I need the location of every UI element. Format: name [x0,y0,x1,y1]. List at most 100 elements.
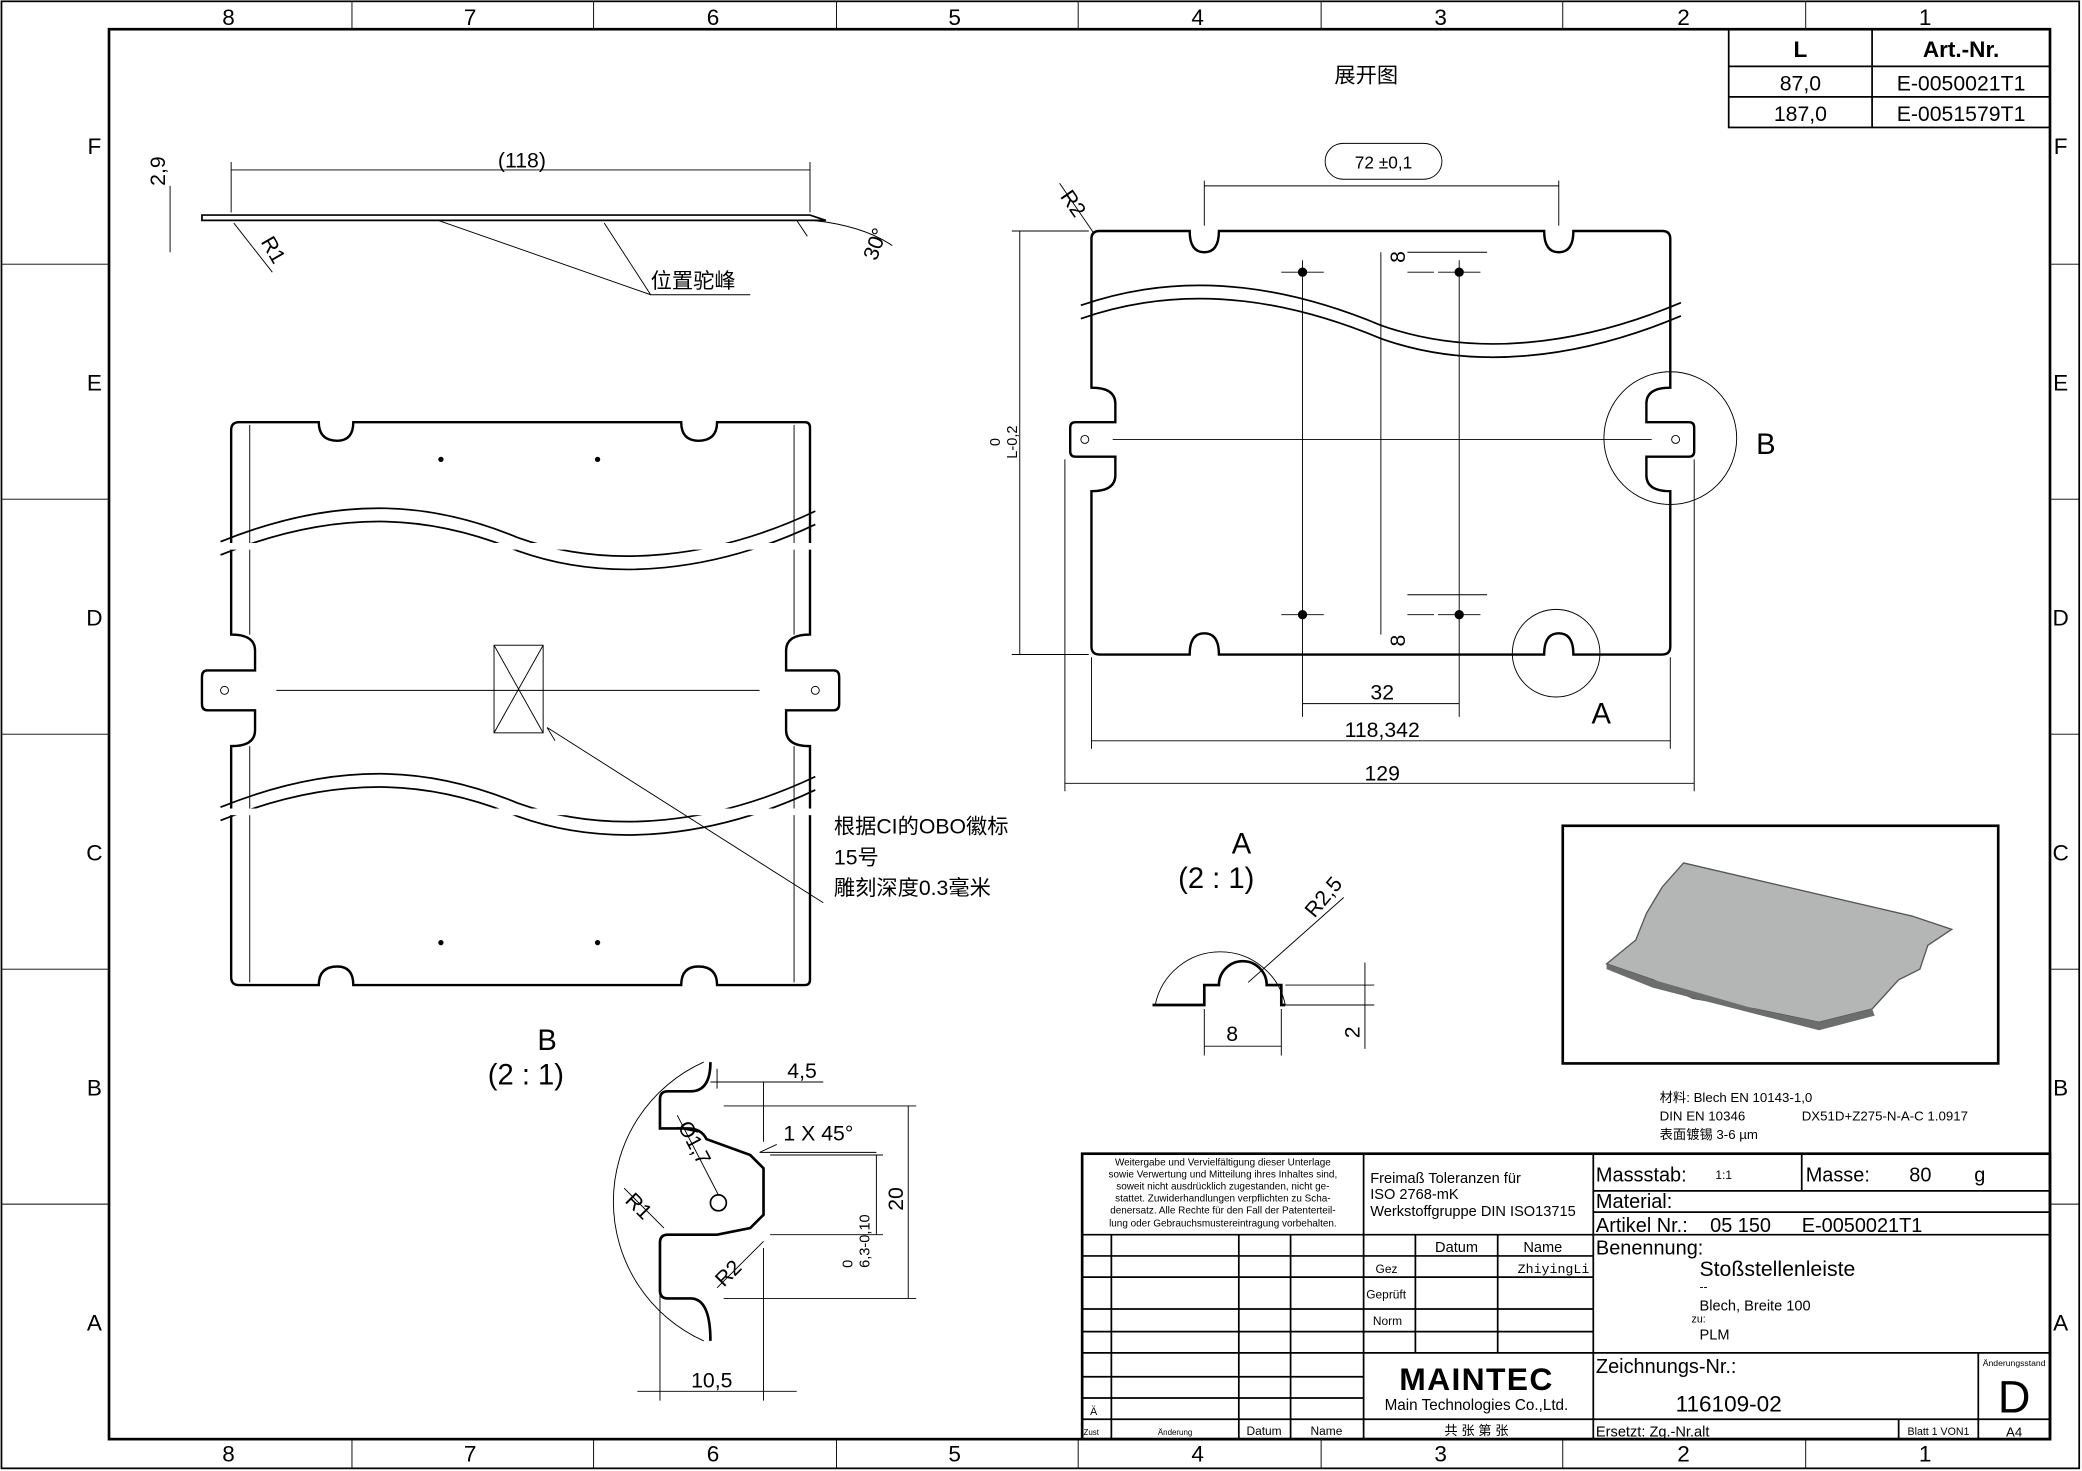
mass-value: 80 [1909,1165,1931,1187]
material-label: Material: [1596,1191,1672,1213]
table-header-art-nr: Art.-Nr. [1923,37,1999,62]
norm-label: Norm [1373,1314,1402,1328]
zone-col-top: 1 [1919,5,1932,30]
detail-b-tol-upper: 0 [840,1260,856,1268]
datum-header: Datum [1435,1240,1478,1256]
plan-view: 根据CI的OBO徽标 15号 雕刻深度0.3毫米 [200,420,1009,987]
plm-label: PLM [1699,1328,1729,1344]
side-length-dim: (118) [498,148,546,172]
mass-unit: g [1974,1165,1985,1187]
mass-label: Masse: [1806,1165,1870,1187]
zone-col-bottom: 2 [1677,1442,1690,1467]
designation: Stoßstellenleiste [1699,1257,1855,1281]
zone-row-right: F [2054,134,2068,159]
company-name: Main Technologies Co.,Ltd. [1385,1397,1569,1414]
notice-line: lung oder Gebrauchsmustereintragung vorb… [1109,1219,1337,1230]
checked-label: Geprüft [1366,1287,1406,1301]
zone-row-right: E [2053,370,2068,395]
company-logo: MAINTEC [1399,1361,1553,1397]
zone-col-bottom: 7 [464,1442,477,1467]
name-header: Name [1523,1240,1562,1256]
scale-label: Massstab: [1596,1165,1687,1187]
zone-row-right: A [2053,1310,2068,1335]
detail-b-callout: B [1756,429,1775,461]
zone-col-bottom: 8 [222,1442,235,1467]
detail-b-tol-lower: 6,3-0,10 [858,1214,874,1268]
detail-a-width: 8 [1226,1022,1238,1046]
article-number: 05 150 [1710,1215,1771,1237]
zone-col-top: 8 [222,5,235,30]
zone-row-right: C [2052,840,2068,865]
table-cell: E-0050021T1 [1897,71,2026,95]
zone-labels: 8 7 6 5 4 3 2 1 8 7 6 5 4 3 2 1 F E D C … [86,5,2068,1466]
detail-a-callout: A [1592,699,1612,731]
zone-row-left: B [87,1075,102,1100]
material-line: 材料: Blech EN 10143-1,0 [1660,1090,1813,1105]
detail-b-hole: Ø1,7 [673,1117,716,1169]
change-name-header: Name [1311,1424,1343,1438]
detail-a-scale: (2 : 1) [1178,863,1254,895]
revision-letter: D [1998,1372,2031,1423]
hole-offset-bottom: 8 [1386,635,1410,647]
angle-dim: 30° [859,225,893,263]
thickness-dim: 2,9 [146,156,170,186]
length-tol-upper: 0 [988,438,1004,446]
revision-label: Änderungsstand [1983,1358,2046,1368]
logo-note-line: 根据CI的OBO徽标 [834,815,1009,839]
inner-width-dim: 118,342 [1345,718,1420,742]
isometric-render [1561,824,2000,1065]
zu-label: zu: [1692,1313,1706,1325]
hole-spacing-dim: 32 [1370,681,1394,705]
zone-col-top: 5 [948,5,961,30]
designation-dash: -- [1699,1279,1707,1293]
change-date-header: Datum [1246,1424,1281,1438]
zone-row-left: A [87,1310,102,1335]
detail-b-top-dim: 4,5 [787,1059,817,1083]
detail-b-r2: R2 [710,1255,746,1291]
logo-note-line: 15号 [834,845,879,869]
unfold-view-title: 展开图 [1334,63,1398,87]
length-tol-lower: L-0,2 [1005,425,1021,458]
sheet-info: Blatt 1 VON1 [1908,1426,1970,1438]
scale-value: 1:1 [1715,1168,1732,1182]
drawn-label: Gez [1376,1262,1398,1276]
designation-sub: Blech, Breite 100 [1699,1298,1810,1314]
detail-b-chamfer: 1 X 45° [783,1121,853,1145]
notice-line: denersatz. Alle Rechte für den Fall der … [1110,1205,1335,1216]
material-line: 表面镀锡 3-6 µm [1660,1126,1758,1142]
drawing-number: 116109-02 [1676,1391,1782,1416]
detail-b-scale: (2 : 1) [488,1060,564,1092]
detail-b-height: 20 [884,1187,908,1211]
hole-offset-top: 8 [1386,251,1410,263]
table-cell: 87,0 [1780,71,1821,95]
bump-position-note: 位置驼峰 [651,269,736,293]
drawn-by-name: ZhiyingLi [1518,1262,1590,1277]
zone-col-bottom: 5 [948,1442,961,1467]
zone-row-left: E [87,370,102,395]
tolerance-line: ISO 2768-mK [1370,1187,1459,1203]
replaces: Ersetzt: Zg.-Nr.alt [1596,1424,1710,1440]
tolerance-line: Werkstoffgruppe DIN ISO13715 [1370,1204,1576,1220]
zone-row-left: D [86,605,102,630]
change-header: Änderung [1158,1428,1193,1437]
detail-a-depth: 2 [1341,1026,1365,1038]
zone-col-bottom: 4 [1191,1442,1204,1467]
tolerance-line: Freimaß Toleranzen für [1370,1171,1521,1187]
drawing-number-label: Zeichnungs-Nr.: [1596,1356,1737,1378]
total-width-dim: 129 [1364,762,1399,786]
detail-b-label: B [537,1025,556,1057]
article-label: Artikel Nr.: [1596,1215,1688,1237]
detail-b-width: 10,5 [691,1368,732,1392]
sheet-count: 共 张 第 张 [1444,1422,1508,1438]
zone-col-bottom: 1 [1919,1442,1932,1467]
detail-a-view: A (2 : 1) R2,5 8 2 [1152,829,1375,1056]
zone-row-right: B [2053,1075,2068,1100]
article-code: E-0050021T1 [1802,1215,1923,1237]
detail-a-radius: R2,5 [1300,872,1347,922]
title-block: Weitergabe und Vervielfältigung dieser U… [1080,1152,2052,1440]
side-radius-dim: R1 [256,232,290,268]
table-cell: E-0051579T1 [1897,102,2026,126]
zone-col-bottom: 3 [1434,1442,1447,1467]
zone-row-left: C [86,840,102,865]
